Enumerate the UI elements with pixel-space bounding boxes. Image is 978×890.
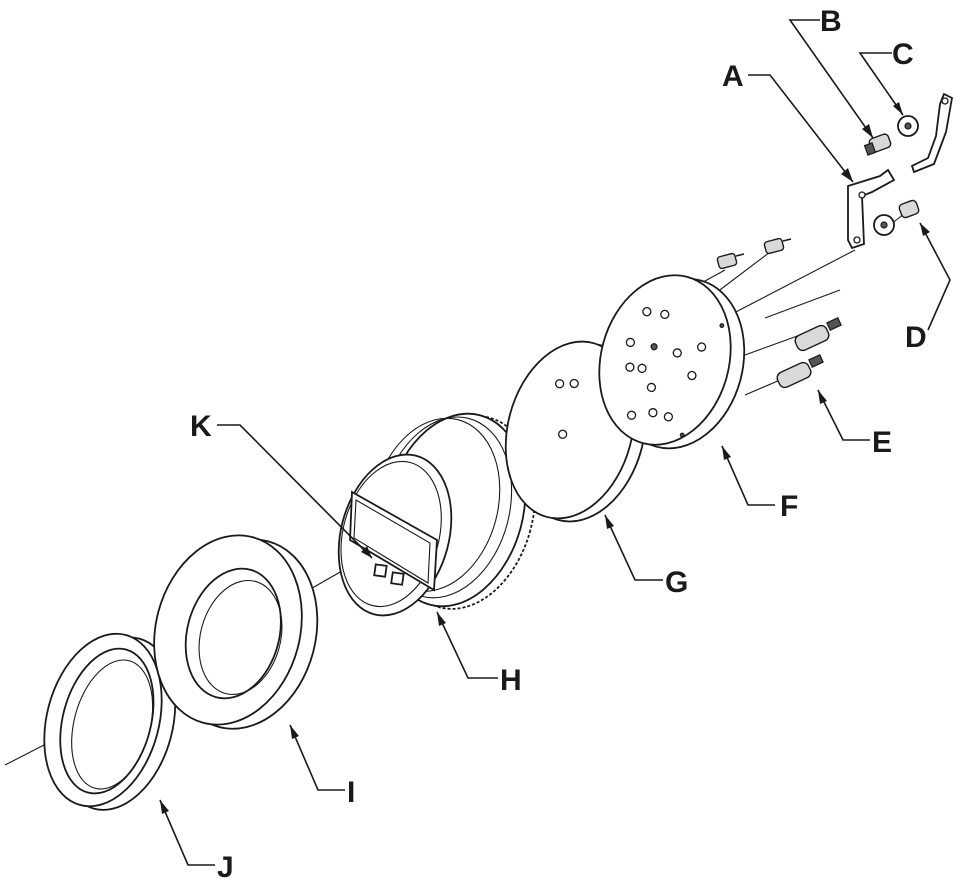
callout-b: B (820, 5, 842, 38)
callout-a: A (722, 60, 744, 93)
callout-f: F (780, 490, 798, 523)
callout-c: C (892, 38, 914, 71)
button-2-icon (390, 571, 405, 586)
callout-h: H (500, 664, 522, 697)
callout-i: I (347, 776, 355, 809)
callout-d: D (905, 321, 927, 354)
button-1-icon (373, 563, 388, 578)
lcd-display (349, 490, 438, 592)
bracket-clip (910, 92, 954, 174)
callout-k: K (190, 410, 212, 443)
callout-j: J (217, 851, 234, 884)
seal-ring-i (153, 534, 319, 730)
bezel-ring-j (43, 632, 177, 811)
standoffs-e (776, 317, 842, 389)
mounting-plate-f (598, 274, 746, 450)
leader-lines (159, 19, 951, 866)
screw-b (863, 133, 892, 156)
washer-c (897, 115, 919, 137)
callout-labels: A B C D E F G H I J K (190, 5, 927, 884)
callout-e: E (872, 426, 892, 459)
screw-d (873, 199, 920, 236)
plate-screws (716, 237, 792, 270)
bracket-a (847, 168, 896, 250)
callout-g: G (665, 566, 688, 599)
